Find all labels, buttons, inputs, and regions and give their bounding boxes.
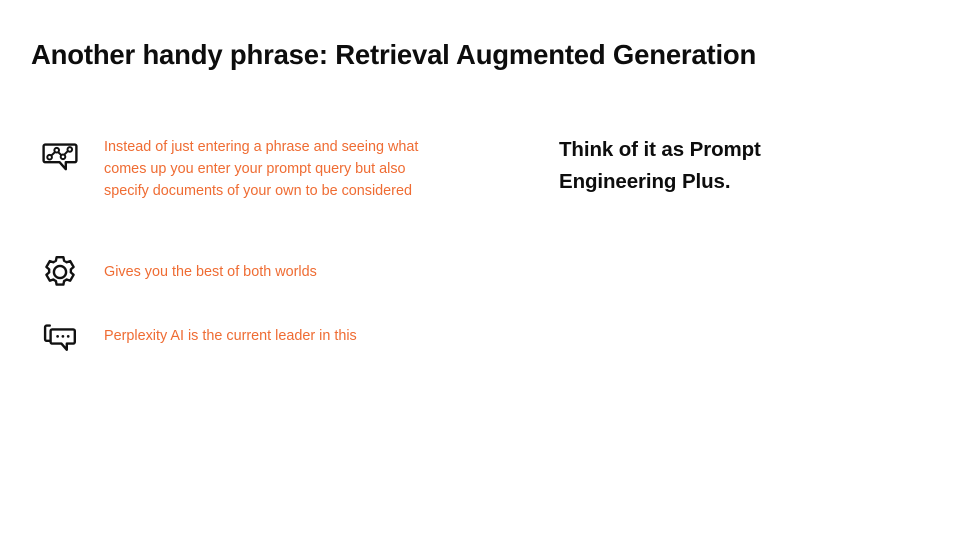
- right-column: Think of it as Prompt Engineering Plus.: [559, 134, 889, 198]
- chat-bubbles-ellipsis-icon: [38, 314, 82, 358]
- list-item-label: Instead of just entering a phrase and se…: [104, 139, 419, 199]
- list-item: Gives you the best of both worlds: [38, 250, 424, 294]
- list-item: Perplexity AI is the current leader in t…: [38, 314, 424, 358]
- list-item: Instead of just entering a phrase and se…: [38, 134, 424, 202]
- list-item-label: Gives you the best of both worlds: [104, 264, 317, 280]
- callout-text: Think of it as Prompt Engineering Plus.: [559, 138, 761, 193]
- page-title: Another handy phrase: Retrieval Augmente…: [31, 39, 757, 70]
- slide-body: Instead of just entering a phrase and se…: [0, 126, 959, 426]
- list-item-label: Perplexity AI is the current leader in t…: [104, 328, 357, 344]
- gear-icon: [38, 250, 82, 294]
- chart-speech-bubble-icon: [38, 134, 82, 178]
